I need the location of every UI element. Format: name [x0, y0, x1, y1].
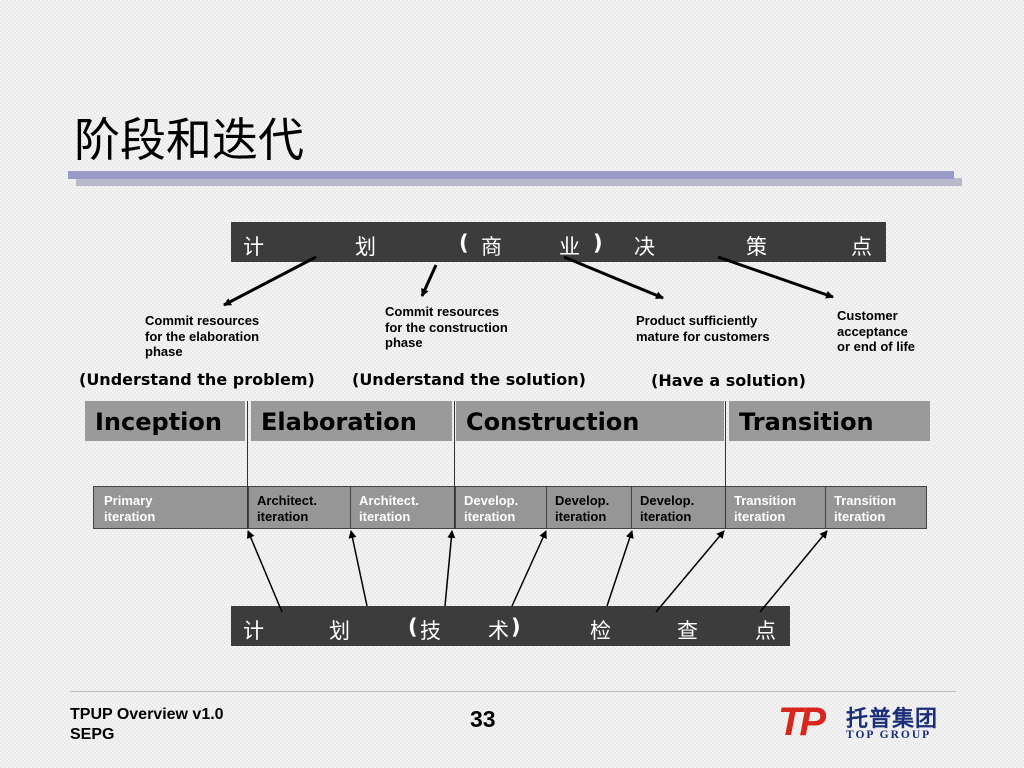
iteration-cell: Transition iteration — [825, 487, 926, 528]
milestone-line — [454, 401, 455, 529]
milestone-note-product: Product sufficiently mature for customer… — [636, 313, 770, 344]
technical-arrow — [444, 530, 456, 607]
tech-bar-char: 术 — [488, 619, 509, 643]
slide-title: 阶段和迭代 — [74, 113, 304, 167]
phase-construction: Construction — [456, 401, 724, 441]
title-rule-shadow — [76, 178, 962, 186]
milestone-note-customer: Customer acceptance or end of life — [837, 308, 915, 354]
phase-inception: Inception — [85, 401, 245, 441]
business-bar-char: 计 — [243, 235, 264, 259]
tech-bar-char: 检 — [590, 619, 611, 643]
phase-elaboration: Elaboration — [251, 401, 452, 441]
logo-mark: TP — [778, 700, 826, 744]
iteration-cell: Develop. iteration — [455, 487, 546, 528]
label-understand-problem: (Understand the problem) — [79, 370, 315, 389]
tech-bar-char: 查 — [677, 619, 698, 643]
page-number: 33 — [470, 706, 496, 732]
tech-bar-char: 技 — [420, 619, 441, 643]
technical-arrow — [606, 530, 634, 607]
logo-chinese: 托普集团 — [846, 706, 939, 732]
tech-bar-char: 计 — [243, 619, 264, 643]
iteration-cell: Transition iteration — [725, 487, 825, 528]
label-understand-solution: (Understand the solution) — [352, 370, 586, 389]
business-bar-char: 策 — [746, 235, 767, 259]
technical-arrow — [655, 530, 725, 613]
technical-arrow — [348, 530, 368, 607]
iteration-cell: Develop. iteration — [546, 487, 631, 528]
business-bar-char: ( — [459, 231, 469, 255]
iteration-cell: Develop. iteration — [631, 487, 725, 528]
tech-bar-char: 划 — [329, 619, 350, 643]
milestone-note-elaboration: Commit resources for the elaboration pha… — [145, 313, 260, 359]
business-bar-char: ) — [593, 231, 603, 255]
business-decision-point-bar: 计 划 ( 商 业 ) 决 策 点 — [231, 222, 886, 262]
logo-english: TOP GROUP — [846, 729, 932, 741]
business-arrow — [717, 255, 834, 299]
phase-transition: Transition — [729, 401, 930, 441]
business-arrow — [420, 264, 438, 297]
iteration-row: Primary iteration Architect. iteration A… — [93, 486, 927, 529]
tech-bar-char: ( — [408, 615, 418, 639]
business-bar-char: 点 — [851, 235, 872, 259]
business-bar-char: 决 — [634, 235, 655, 259]
technical-arrow — [511, 530, 547, 607]
milestone-note-construction: Commit resources for the construction ph… — [385, 304, 508, 350]
footer-rule — [70, 691, 956, 692]
technical-checkpoint-bar: 计 划 ( 技 术 ) 检 查 点 — [231, 606, 790, 646]
iteration-cell: Primary iteration — [104, 493, 156, 524]
label-have-solution: (Have a solution) — [651, 371, 806, 390]
iteration-cell: Architect. iteration — [350, 487, 455, 528]
business-arrow — [563, 255, 664, 300]
business-bar-char: 业 — [559, 235, 580, 259]
iteration-cell: Architect. iteration — [248, 487, 350, 528]
title-rule — [68, 171, 954, 179]
tech-bar-char: 点 — [755, 619, 776, 643]
footer-text: TPUP Overview v1.0 SEPG — [70, 706, 224, 743]
technical-arrow — [247, 530, 283, 613]
business-bar-char: 划 — [355, 235, 376, 259]
business-bar-char: 商 — [481, 235, 502, 259]
technical-arrow — [759, 530, 828, 613]
tech-bar-char: ) — [511, 615, 521, 639]
business-arrow — [223, 255, 317, 307]
milestone-line — [725, 401, 726, 529]
milestone-line — [247, 401, 248, 529]
